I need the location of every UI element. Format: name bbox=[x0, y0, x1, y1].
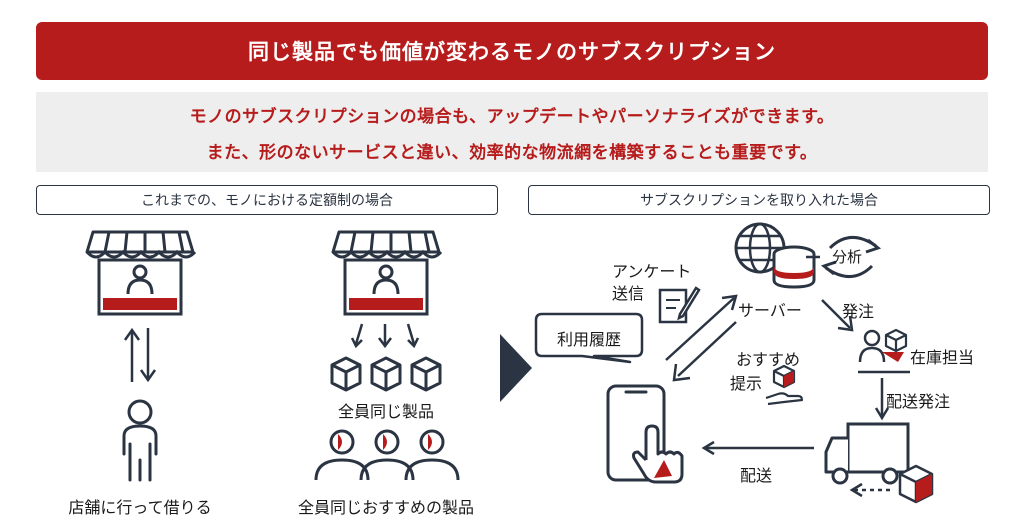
history-bubble-shape bbox=[534, 312, 644, 364]
server-analysis-link bbox=[806, 255, 820, 259]
right-section-header: サブスクリプションを取り入れた場合 bbox=[528, 185, 990, 215]
down-arrows-icon bbox=[350, 323, 420, 349]
left-section-header-text: これまでの、モノにおける定額制の場合 bbox=[141, 193, 393, 209]
product-boxes-icon bbox=[330, 356, 442, 392]
delivery-truck-icon bbox=[824, 422, 934, 504]
right-section-header-text: サブスクリプションを取り入れた場合 bbox=[640, 193, 878, 209]
delivery-order-arrow bbox=[874, 378, 890, 421]
recommend-label-line2: 提示 bbox=[730, 374, 763, 393]
case2-products-caption: 全員同じ製品 bbox=[337, 402, 434, 421]
analysis-label: 分析 bbox=[832, 248, 863, 266]
store-icon bbox=[85, 230, 197, 316]
server-icon bbox=[734, 222, 816, 289]
page-title: 同じ製品でも価値が変わるモノのサブスクリプション bbox=[248, 40, 776, 64]
customers-group-icon bbox=[314, 429, 460, 481]
analysis-cycle-icon bbox=[820, 236, 882, 278]
page-title-banner: 同じ製品でも価値が変わるモノのサブスクリプション bbox=[36, 22, 988, 80]
left-section-header: これまでの、モノにおける定額制の場合 bbox=[36, 185, 498, 215]
order-label: 発注 bbox=[842, 302, 875, 321]
transition-arrow-icon bbox=[500, 334, 532, 402]
recommend-label-line1: おすすめ bbox=[736, 350, 801, 369]
stock-staff-icon bbox=[858, 328, 910, 374]
delivery-label: 配送 bbox=[740, 466, 773, 485]
server-label: サーバー bbox=[738, 301, 802, 320]
history-bubble-label: 利用履歴 bbox=[556, 330, 621, 349]
subtitle-line-2: また、形のないサービスと違い、効率的な物流網を構築することも重要です。 bbox=[206, 143, 818, 163]
survey-label-line2: 送信 bbox=[612, 284, 645, 303]
case2-caption: 全員同じおすすめの製品 bbox=[297, 498, 474, 517]
survey-label-line1: アンケート bbox=[612, 262, 692, 281]
delivery-order-label: 配送発注 bbox=[886, 392, 951, 411]
survey-form-icon bbox=[658, 286, 701, 324]
subtitle-box: モノのサブスクリプションの場合も、アップデートやパーソナライズができます。 また… bbox=[36, 92, 988, 172]
stock-staff-label: 在庫担当 bbox=[910, 348, 975, 367]
subtitle-line-1: モノのサブスクリプションの場合も、アップデートやパーソナライズができます。 bbox=[189, 107, 835, 127]
exchange-arrows-icon bbox=[123, 327, 157, 383]
case1-caption: 店舗に行って借りる bbox=[68, 498, 212, 517]
store-icon-2 bbox=[331, 230, 443, 316]
recommend-hand-icon bbox=[765, 364, 804, 406]
flow-arrows-phone-server bbox=[665, 294, 738, 382]
order-arrow bbox=[821, 299, 854, 332]
smartphone-icon bbox=[606, 384, 684, 484]
customer-icon bbox=[122, 399, 158, 482]
delivery-arrow bbox=[701, 440, 814, 456]
